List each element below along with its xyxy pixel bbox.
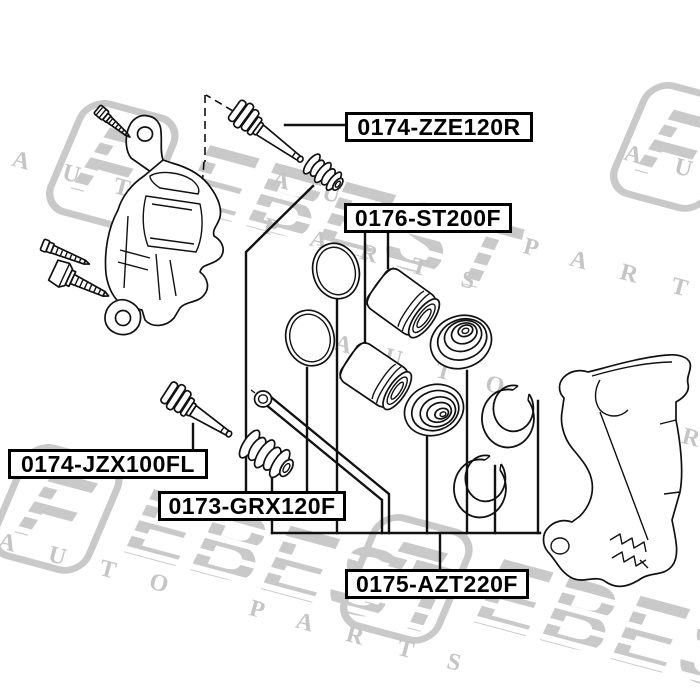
mounting-bolt-hex	[47, 259, 110, 297]
mounting-bolt-small	[39, 238, 91, 265]
guide-pin-lower	[160, 381, 233, 438]
piston-dust-boot-1	[429, 314, 493, 370]
part-label-guide-pin-upper: 0174-ZZE120R	[345, 112, 533, 142]
piston-seal-ring-2	[284, 309, 336, 367]
caliper-piston-1	[366, 267, 441, 339]
part-label-piston: 0176-ST200F	[344, 203, 512, 233]
pin-boot-cap	[250, 389, 273, 408]
piston-dust-boot-2	[403, 383, 465, 437]
leader-lines	[191, 123, 542, 572]
guide-pin-boot-upper	[302, 153, 344, 192]
part-label-repair-kit: 0175-AZT220F	[345, 569, 529, 599]
caliper-piston-2	[339, 341, 413, 411]
bleed-screw	[93, 104, 131, 138]
caliper-bracket	[542, 353, 692, 588]
guide-pin-upper	[227, 99, 304, 163]
circlip-1	[481, 384, 535, 449]
piston-seal-ring-1	[311, 242, 361, 300]
part-label-guide-pin-lower: 0174-JZX100FL	[8, 449, 208, 479]
guide-pin-boot-lower	[238, 429, 294, 479]
circlip-2	[453, 454, 507, 519]
caliper-body	[104, 114, 224, 336]
part-label-pin-boot: 0173-GRX120F	[158, 491, 346, 521]
